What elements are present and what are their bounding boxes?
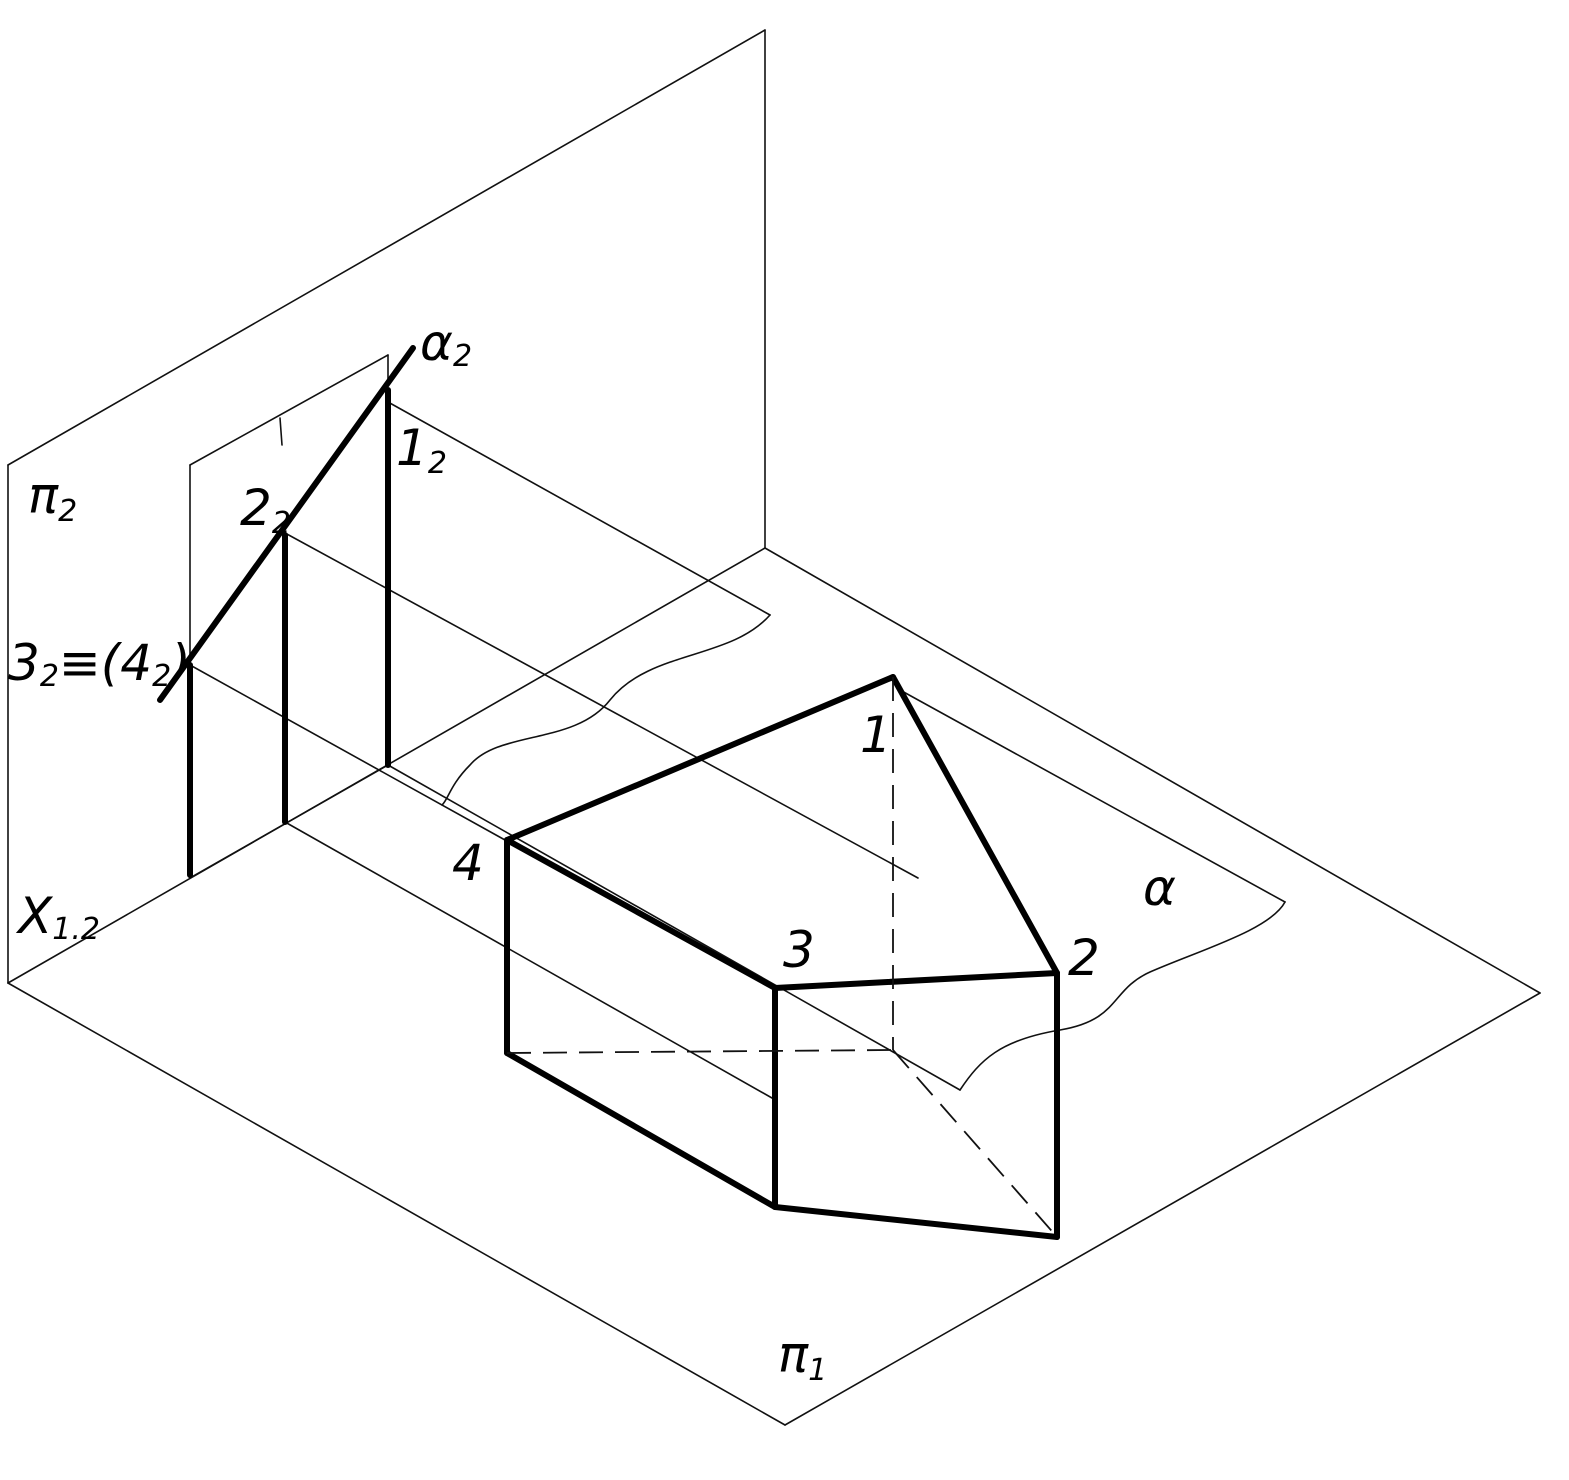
label-point-2: 2 (1068, 929, 1100, 987)
label-point-3-2-4-2: 32≡(42) (8, 634, 191, 694)
label-point-2-2: 22 (240, 479, 291, 541)
horizontal-plane-pi1 (7, 547, 1541, 1426)
frontal-plane-pi2 (7, 29, 766, 984)
base-edge-4-3 (504, 1050, 778, 1210)
label-alpha: α (1143, 859, 1176, 917)
label-pi1: π1 (778, 1326, 827, 1388)
tick-mark (279, 417, 283, 446)
hidden-edge-4-1 (506, 1049, 894, 1054)
trace-alpha2 (157, 345, 416, 703)
label-point-3: 3 (783, 921, 815, 979)
plane-alpha (189, 354, 1286, 1099)
base-edge-3-2 (772, 1204, 1060, 1240)
label-pi2: π2 (28, 467, 77, 529)
hidden-edge-1-2 (892, 1049, 1058, 1238)
edge-4-1 (504, 674, 896, 843)
edge-3-4 (504, 837, 778, 991)
label-point-1-2: 12 (396, 419, 447, 481)
edge-2-3 (772, 970, 1060, 991)
horizontal-projection (504, 677, 1060, 1240)
labels: π2 π1 X1.2 α2 α 12 22 32≡(42) 1 2 3 4 (8, 314, 1176, 1388)
frontal-projection (157, 345, 416, 878)
label-point-1: 1 (860, 706, 892, 764)
label-x12: X1.2 (15, 887, 100, 947)
alpha-trace-on-pi1 (189, 764, 389, 879)
section-polygon (504, 674, 1060, 991)
label-alpha2: α2 (420, 314, 472, 374)
label-point-4: 4 (452, 834, 484, 892)
edge-1-2 (890, 674, 1060, 976)
